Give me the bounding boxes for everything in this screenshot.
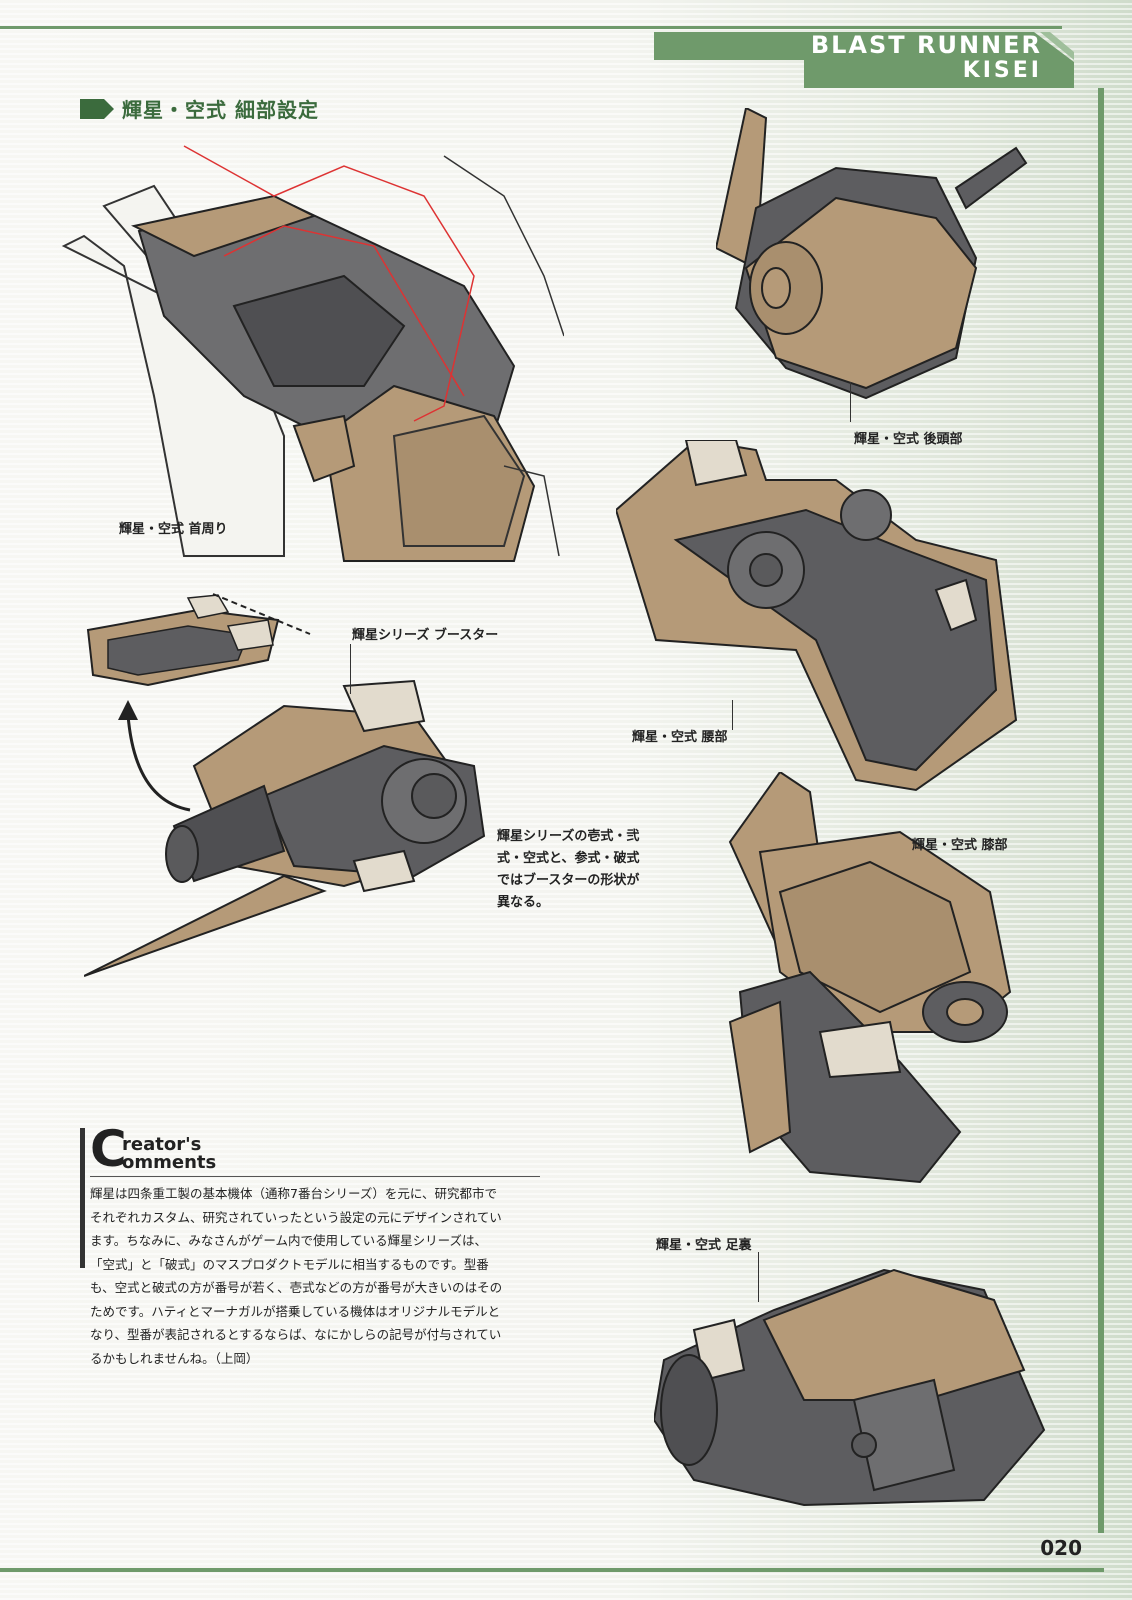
comments-line: なり、型番が表記されるとするならば、なにかしらの記号が付与されてい [90, 1327, 502, 1342]
label-knee: 輝星・空式 膝部 [912, 838, 1008, 853]
comments-logo-word1: reator's [122, 1134, 202, 1155]
top-frame-line [0, 26, 1062, 29]
comments-line: それぞれカスタム、研究されていったという設定の元にデザインされてい [90, 1209, 502, 1225]
knee-illustration [728, 772, 1012, 1184]
comments-logo-initial: C [90, 1120, 127, 1178]
header-subtitle: KISEI [962, 58, 1042, 83]
sole-illustration [654, 1268, 1046, 1507]
label-neck: 輝星・空式 首周り [119, 522, 228, 537]
section-title: 輝星・空式 細部設定 [122, 98, 319, 122]
header-title: BLAST RUNNER [810, 31, 1042, 59]
bottom-frame-line [0, 1568, 1104, 1572]
caption-line: 異なる。 [497, 895, 550, 910]
caption-line: 式・空式と、参式・破式 [497, 851, 640, 866]
booster-caption: 輝星シリーズの壱式・弐 式・空式と、参式・破式 ではブースターの形状が 異なる。 [497, 826, 639, 914]
arrow-right-icon [80, 98, 114, 119]
comments-side-bar [80, 1128, 85, 1268]
waist-leader-line [732, 700, 733, 730]
comments-line: 「空式」と「破式」のマスプロダクトモデルに相当するものです。型番 [90, 1256, 489, 1272]
label-head-rear: 輝星・空式 後頭部 [854, 432, 963, 447]
caption-line: 輝星シリーズの壱式・弐 [497, 829, 640, 844]
comments-logo-word2: omments [122, 1152, 217, 1173]
sole-leader-line [758, 1252, 759, 1302]
comments-line: も、空式と破式の方が番号が若く、壱式などの方が番号が大きいのはその [90, 1280, 503, 1295]
head-rear-illustration [716, 108, 1028, 400]
head-rear-leader-line [850, 382, 851, 422]
booster-leader-line [350, 644, 351, 694]
comments-line: ます。ちなみに、みなさんがゲーム内で使用している輝星シリーズは、 [90, 1233, 488, 1248]
comments-divider [90, 1176, 540, 1177]
label-booster: 輝星シリーズ ブースター [352, 628, 499, 643]
page-number: 020 [1040, 1536, 1082, 1560]
comments-line: ためです。ハティとマーナガルが搭乗している機体はオリジナルモデルと [90, 1303, 501, 1319]
booster-illustration [84, 679, 486, 977]
booster-top-illustration [86, 593, 311, 687]
booster-arrow-icon [118, 700, 191, 812]
comments-line: るかもしれませんね。（上岡） [90, 1350, 259, 1366]
label-sole: 輝星・空式 足裏 [656, 1238, 752, 1253]
header-banner [654, 32, 1074, 88]
waist-illustration [616, 440, 1018, 792]
neck-illustration [61, 145, 564, 562]
right-frame-line [1098, 88, 1104, 1533]
comments-line: 輝星は四条重工製の基本機体（通称7番台シリーズ）を元に、研究都市で [90, 1186, 497, 1201]
label-waist: 輝星・空式 腰部 [632, 730, 728, 745]
comments-body: 輝星は四条重工製の基本機体（通称7番台シリーズ）を元に、研究都市で それぞれカス… [90, 1182, 540, 1370]
caption-line: ではブースターの形状が [497, 873, 640, 888]
section-heading: 輝星・空式 細部設定 [80, 94, 319, 123]
